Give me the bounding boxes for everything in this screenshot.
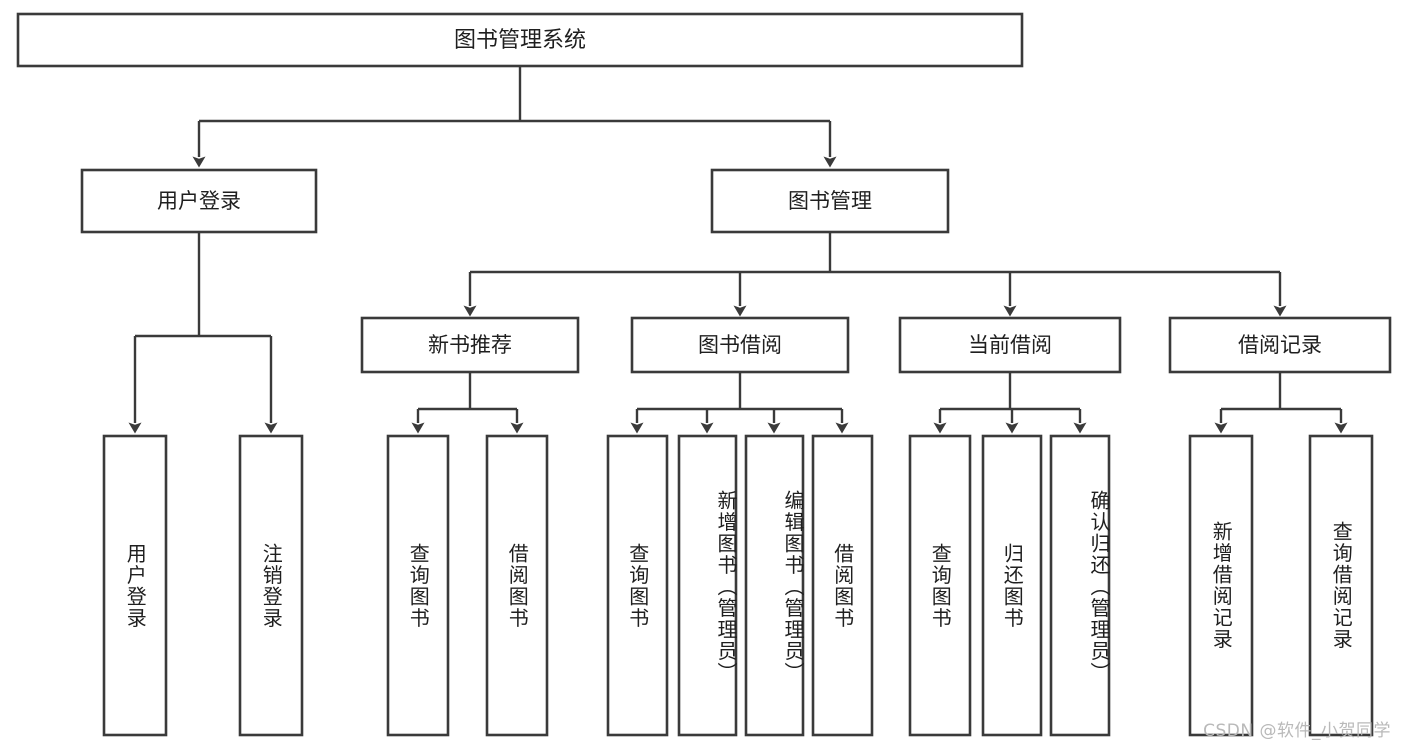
leaf-box-group: [102, 434, 1374, 737]
node-borrow-record-label: 借阅记录: [1238, 333, 1322, 357]
node-user-login-label: 用户登录: [157, 189, 241, 213]
leaf-box-query-book-new[interactable]: [386, 434, 450, 737]
node-borrow-record[interactable]: 借阅记录: [1168, 316, 1392, 374]
node-current-borrow[interactable]: 当前借阅: [898, 316, 1122, 374]
node-root[interactable]: 图书管理系统: [16, 12, 1024, 68]
node-user-login-box[interactable]: [80, 168, 318, 234]
node-root-box[interactable]: [16, 12, 1024, 68]
connector-group-book-mgmt: [463, 232, 1287, 317]
csdn-watermark: CSDN @软件_小贺同学: [1203, 721, 1391, 741]
leaf-box-logout[interactable]: [238, 434, 304, 737]
node-book-borrow[interactable]: 图书借阅: [630, 316, 850, 374]
node-new-book-recommend-label: 新书推荐: [428, 333, 512, 357]
leaf-box-add-book-admin[interactable]: [677, 434, 738, 737]
leaf-box-return-book[interactable]: [981, 434, 1043, 737]
leaf-box-add-borrow-record[interactable]: [1188, 434, 1254, 737]
leaf-box-borrow-book[interactable]: [811, 434, 874, 737]
node-book-borrow-box[interactable]: [630, 316, 850, 374]
node-current-borrow-box[interactable]: [898, 316, 1122, 374]
leaf-box-user-login[interactable]: [102, 434, 168, 737]
connector-group-user-login: [128, 232, 278, 434]
node-current-borrow-label: 当前借阅: [968, 333, 1052, 357]
leaf-box-edit-book-admin[interactable]: [744, 434, 805, 737]
node-book-management-label: 图书管理: [788, 189, 872, 213]
node-new-book-recommend-box[interactable]: [360, 316, 580, 374]
connector-group-record: [1214, 372, 1348, 434]
leaf-box-query-book-current[interactable]: [908, 434, 972, 737]
node-new-book-recommend[interactable]: 新书推荐: [360, 316, 580, 374]
connector-group-root: [192, 66, 837, 168]
leaf-box-confirm-return-admin[interactable]: [1049, 434, 1111, 737]
leaf-box-borrow-book-new[interactable]: [485, 434, 549, 737]
leaf-box-query-book-borrow[interactable]: [606, 434, 669, 737]
node-book-management[interactable]: 图书管理: [710, 168, 950, 234]
connector-group-borrow: [630, 372, 849, 434]
node-user-login[interactable]: 用户登录: [80, 168, 318, 234]
node-root-label: 图书管理系统: [454, 28, 586, 53]
leaf-box-query-borrow-record[interactable]: [1308, 434, 1374, 737]
connector-group-current: [933, 372, 1087, 434]
node-book-management-box[interactable]: [710, 168, 950, 234]
node-book-borrow-label: 图书借阅: [698, 333, 782, 357]
connector-group-newbook: [411, 372, 524, 434]
node-borrow-record-box[interactable]: [1168, 316, 1392, 374]
